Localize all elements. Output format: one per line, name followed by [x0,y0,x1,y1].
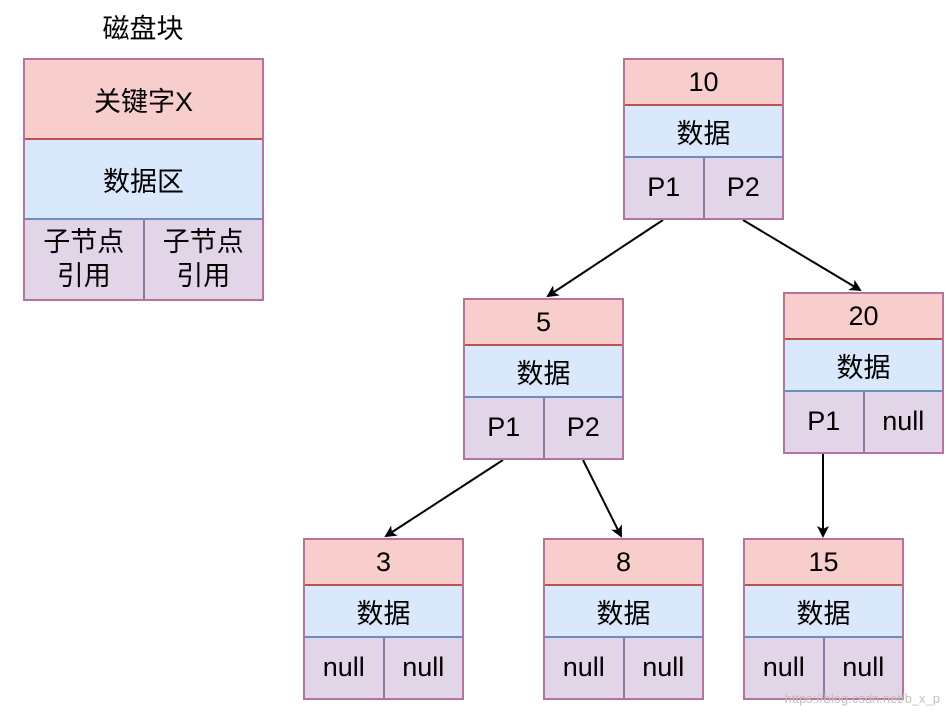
legend-title: 磁盘块 [102,13,184,44]
node-data: 数据 [785,340,942,392]
legend-key-field: 关键字X [25,60,262,140]
node-key: 15 [745,540,902,586]
node-pointer-right: P2 [542,398,623,458]
node-pointers: null null [305,638,462,698]
node-pointers: null null [745,638,902,698]
node-key: 5 [465,300,622,346]
node-data: 数据 [545,586,702,638]
node-data: 数据 [625,106,782,158]
tree-node-3: 3 数据 null null [303,538,464,700]
node-pointers: P1 P2 [625,158,782,218]
legend-child-ref-right: 子节点 引用 [142,220,263,299]
tree-node-5: 5 数据 P1 P2 [463,298,624,460]
tree-node-8: 8 数据 null null [543,538,704,700]
node-pointers: P1 P2 [465,398,622,458]
node-pointer-right: P2 [702,158,783,218]
edge-5-to-8 [582,459,622,538]
node-pointer-right: null [862,392,943,452]
node-pointer-left: null [322,652,365,683]
legend-pointer-row: 子节点 引用 子节点 引用 [25,220,262,299]
tree-node-20: 20 数据 P1 null [783,292,944,454]
node-pointer-right: null [622,638,703,698]
node-key: 20 [785,294,942,340]
tree-node-10: 10 数据 P1 P2 [623,58,784,220]
watermark: https://blog.csdn.net/b_x_p [784,691,940,706]
node-data: 数据 [465,346,622,398]
node-pointers: P1 null [785,392,942,452]
node-pointer-right: null [382,638,463,698]
edge-5-to-3 [384,459,504,538]
edge-10-to-5 [546,219,664,298]
legend-child-ref-left: 子节点 引用 [43,226,125,291]
node-pointers: null null [545,638,702,698]
node-pointer-right: null [822,638,903,698]
node-pointer-left: null [562,652,605,683]
edge-10-to-20 [742,219,862,292]
node-data: 数据 [305,586,462,638]
node-data: 数据 [745,586,902,638]
node-pointer-left: P1 [647,172,681,203]
legend-data-field: 数据区 [25,140,262,220]
legend-disk-block: 关键字X 数据区 子节点 引用 子节点 引用 [23,58,264,301]
node-key: 3 [305,540,462,586]
node-key: 10 [625,60,782,106]
node-key: 8 [545,540,702,586]
node-pointer-left: P1 [807,406,841,437]
tree-node-15: 15 数据 null null [743,538,904,700]
node-pointer-left: P1 [487,412,521,443]
node-pointer-left: null [762,652,805,683]
